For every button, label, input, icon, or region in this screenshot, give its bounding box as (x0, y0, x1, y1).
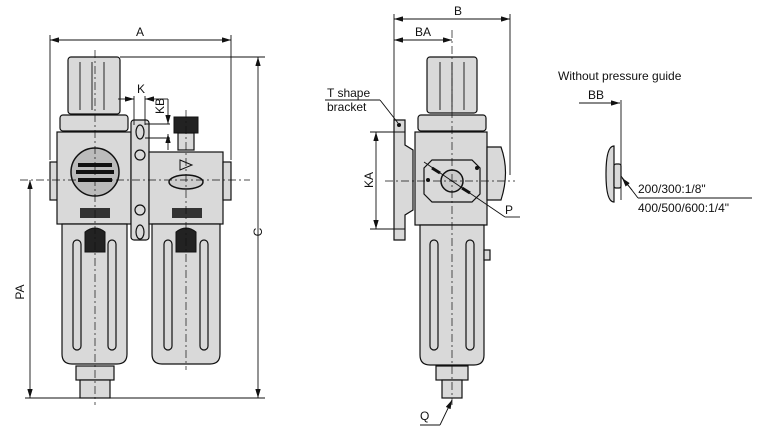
gauge-side (486, 146, 507, 201)
front-view: A C PA K KB (13, 25, 265, 405)
detail-title: Without pressure guide (558, 69, 682, 83)
dim-ba-label: BA (415, 25, 431, 39)
dim-k-label: K (137, 82, 145, 96)
dim-b-label: B (454, 4, 462, 18)
detail-view: Without pressure guide BB 200/300:1/8" 4… (558, 69, 752, 215)
bracket-label-line2: bracket (327, 100, 367, 114)
regulator-unit (49, 56, 132, 399)
dim-kb-label: KB (153, 98, 167, 114)
dim-c-label: C (251, 227, 265, 236)
dim-bb-label: BB (588, 88, 604, 102)
detail-note-line2: 400/500/600:1/4" (638, 201, 729, 215)
t-bracket (130, 119, 150, 241)
bracket-label-line1: T shape (327, 86, 370, 100)
dim-pa-label: PA (13, 284, 27, 299)
dim-ka-label: KA (362, 172, 376, 188)
dim-a-label: A (136, 25, 144, 39)
side-view: B BA KA T shape bracket P Q (325, 4, 520, 426)
detail-note-line1: 200/300:1/8" (638, 182, 706, 196)
lubricator-unit (148, 116, 232, 365)
port-p-label: P (505, 203, 513, 217)
drain-q-label: Q (420, 409, 429, 423)
